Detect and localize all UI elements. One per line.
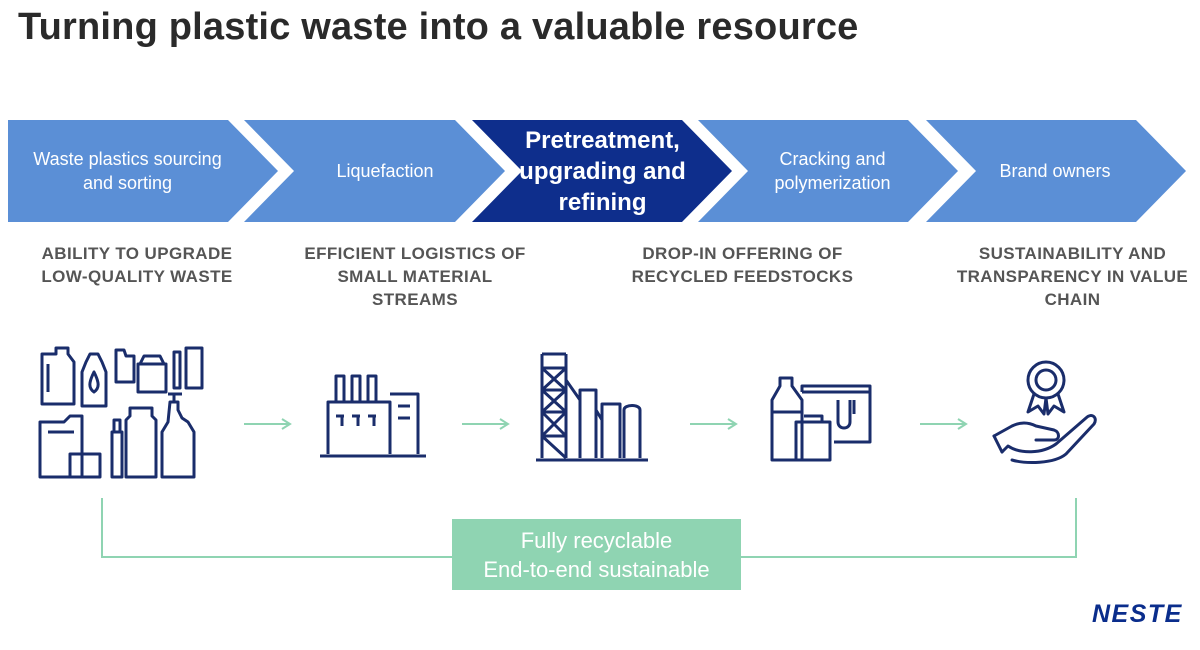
benefit-3: DROP-IN OFFERING OF RECYCLED FEEDSTOCKS <box>631 244 854 286</box>
arrow-1 <box>244 418 292 430</box>
packaging-icon <box>770 376 872 462</box>
benefit-2: EFFICIENT LOGISTICS OF SMALL MATERIAL ST… <box>304 244 526 309</box>
step-label-4: Cracking and polymerization <box>774 149 891 193</box>
step-label-2: Liquefaction <box>336 161 434 181</box>
arrow-2 <box>462 418 510 430</box>
chevron-step-2 <box>244 120 505 222</box>
arrow-4 <box>920 418 968 430</box>
recycle-box: Fully recyclable End-to-end sustainable <box>452 519 741 590</box>
benefit-1: ABILITY TO UPGRADE LOW-QUALITY WASTE <box>41 244 233 286</box>
chevron-step-1 <box>8 120 278 222</box>
recycle-line-1: Fully recyclable <box>520 527 673 553</box>
neste-logo: NESTE <box>1092 600 1183 628</box>
chevron-step-4 <box>698 120 958 222</box>
chevron-step-5 <box>926 120 1186 222</box>
refinery-icon <box>536 352 648 462</box>
step-label-5: Brand owners <box>999 161 1111 181</box>
plastic-containers-icon <box>38 346 204 479</box>
chevron-step-3 <box>472 120 732 222</box>
award-hand-icon <box>992 360 1097 464</box>
process-chevrons: Waste plastics sourcing and sorting Liqu… <box>0 120 1200 222</box>
chevron-shapes <box>8 120 1186 222</box>
page-title: Turning plastic waste into a valuable re… <box>18 6 859 48</box>
arrow-3 <box>690 418 738 430</box>
factory-icon <box>320 374 426 458</box>
recycle-line-2: End-to-end sustainable <box>483 556 710 582</box>
step-label-1: Waste plastics sourcing and sorting <box>33 149 222 193</box>
benefit-4: SUSTAINABILITY AND TRANSPARENCY IN VALUE… <box>956 244 1189 309</box>
step-label-3: Pretreatment, upgrading and refining <box>519 126 686 216</box>
